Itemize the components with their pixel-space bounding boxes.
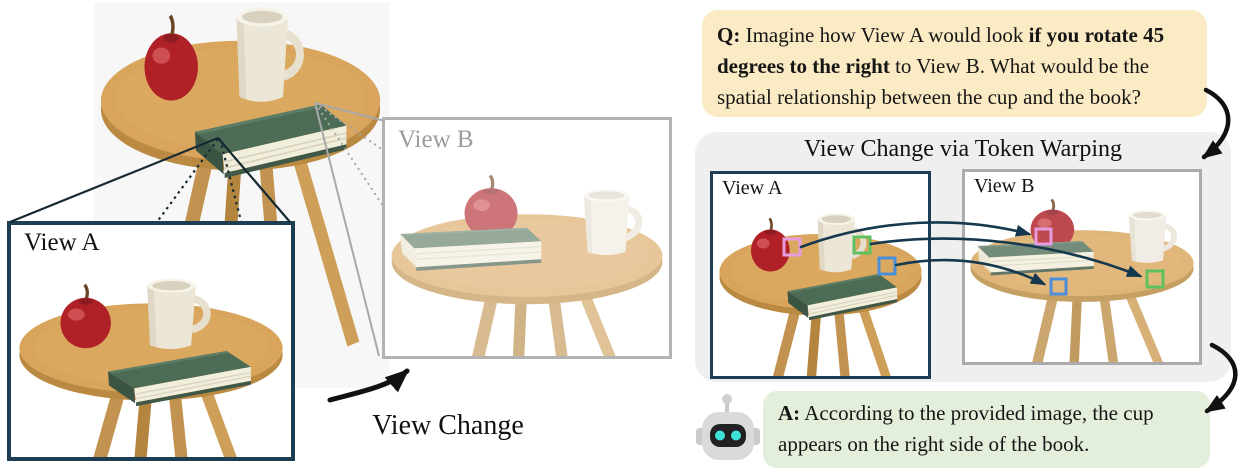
warp-view-b-scene <box>965 169 1199 365</box>
robot-icon-art <box>696 394 760 460</box>
question-part2: to View B. What would be the spatial rel… <box>717 54 1150 109</box>
view-b-inset-scene <box>385 126 669 359</box>
robot-eye-left <box>715 430 725 441</box>
view-change-label: View Change <box>372 410 524 441</box>
answer-text: A: According to the provided image, the … <box>778 398 1196 460</box>
question-prefix: Q: <box>717 23 741 47</box>
view-a-inset: View A <box>7 221 295 461</box>
question-part1: Imagine how View A would look <box>740 23 1029 47</box>
question-bubble: Q: Imagine how View A would look if you … <box>702 10 1207 117</box>
view-a-inset-scene <box>11 239 291 461</box>
robot-icon <box>696 392 760 466</box>
token-warping-title: View Change via Token Warping <box>804 136 1122 162</box>
warp-view-a-label: View A <box>722 177 783 199</box>
view-b-inset-label: View B <box>398 126 474 153</box>
answer-body: According to the provided image, the cup… <box>778 401 1154 456</box>
robot-antenna-ball <box>722 394 732 404</box>
warp-view-a-panel: View A <box>710 171 931 379</box>
robot-eye-right <box>731 430 741 441</box>
answer-bubble: A: According to the provided image, the … <box>763 391 1210 468</box>
question-bold-rotate: if you rotate 45 degrees to the right <box>717 23 1165 78</box>
answer-prefix: A: <box>778 401 801 425</box>
warp-view-b-label: View B <box>974 175 1035 197</box>
warp-view-a-scene <box>713 180 928 379</box>
view-a-inset-label: View A <box>24 229 100 256</box>
robot-visor <box>710 424 746 447</box>
view-b-inset: View B <box>382 117 672 359</box>
warp-view-b-panel: View B <box>962 169 1202 365</box>
question-text: Q: Imagine how View A would look if you … <box>717 20 1193 113</box>
